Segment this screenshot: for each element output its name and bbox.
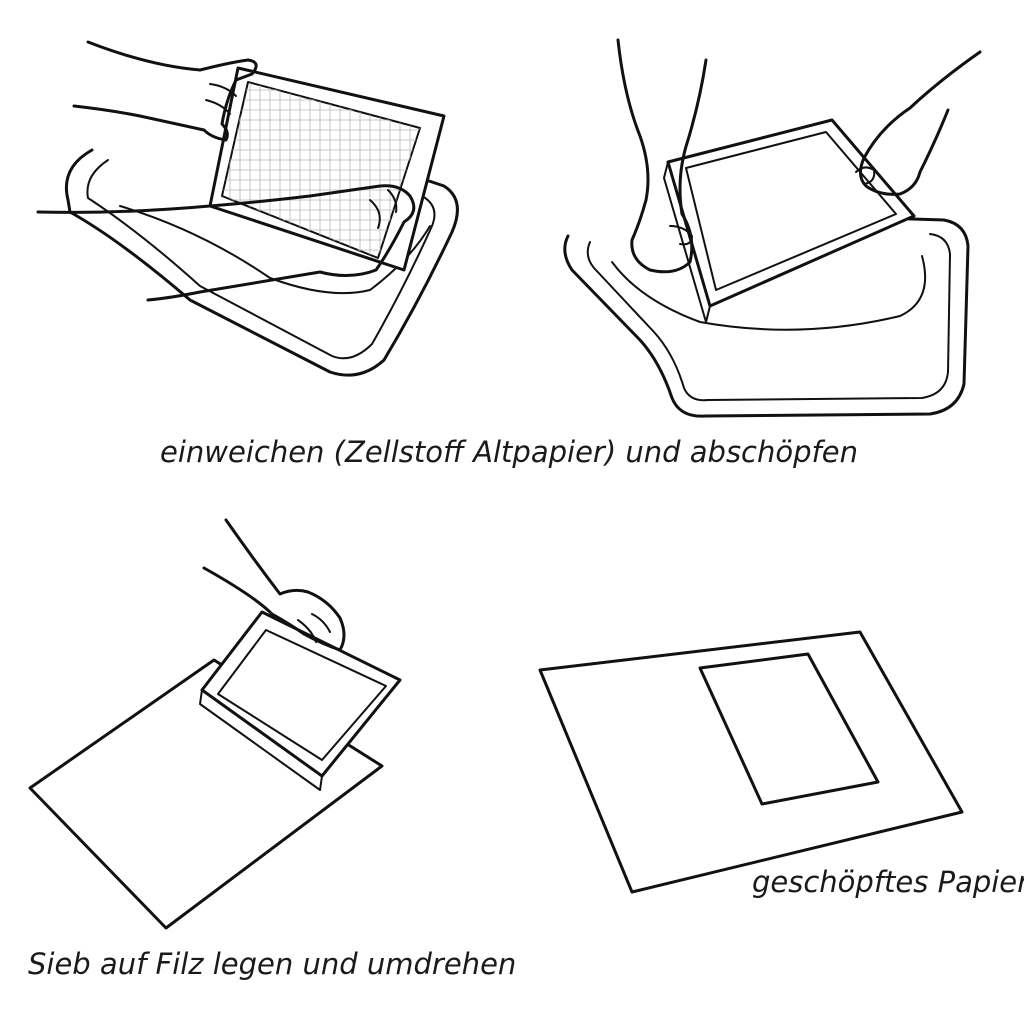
mould3-frame-inner [217, 629, 387, 761]
hand2-left [616, 38, 708, 274]
pulp2-contour [611, 255, 927, 331]
mould2-frame-inner [685, 131, 897, 291]
hand3-fingers [297, 613, 331, 643]
hand2-left-thumb [669, 225, 693, 246]
mould2-frame-edge [663, 161, 711, 323]
hand-left-fingers [205, 83, 237, 115]
hand-left-upper [72, 40, 258, 142]
mould3-frame-edge [199, 689, 323, 791]
mould3-frame [200, 610, 402, 778]
paper-sheet [698, 652, 880, 806]
hand2-right-thumb [855, 166, 876, 185]
hand3 [202, 518, 346, 652]
caption-step2: Sieb auf Filz legen und umdrehen [28, 947, 517, 981]
hand2-right [859, 50, 982, 196]
vat-tray2-outer [563, 216, 970, 418]
panel-dip-mould [36, 40, 459, 377]
vat-tray2-inner [586, 233, 951, 402]
caption-step1: einweichen (Zellstoff Altpapier) und abs… [160, 435, 858, 469]
felt-sheet2 [538, 630, 964, 894]
vat-tray-outer [64, 148, 459, 377]
mould2-frame [666, 118, 916, 308]
vat-tray-inner [86, 159, 436, 360]
panel-finished-paper [538, 630, 964, 894]
mould-frame-inner [221, 81, 421, 259]
caption-step3: geschöpftes Papier [752, 865, 1024, 899]
panel-couch-felt [28, 518, 402, 930]
panel-lift-mould [563, 38, 982, 418]
hand-right-fingers [369, 189, 398, 229]
hand-right-lower [36, 184, 416, 302]
